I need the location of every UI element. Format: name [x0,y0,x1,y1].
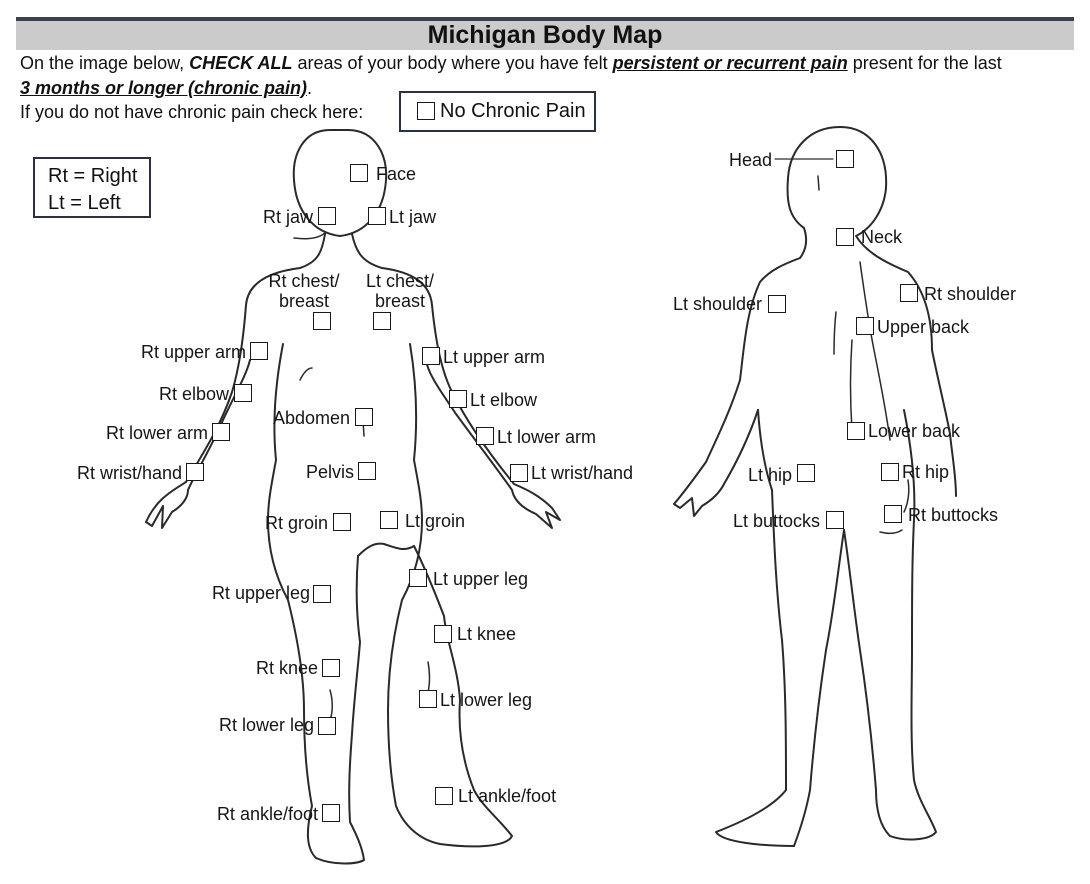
instruction-line-3: If you do not have chronic pain check he… [20,102,364,122]
lt-wrist-hand-label: Lt wrist/hand [531,463,634,483]
rt-shoulder-label: Rt shoulder [924,284,1017,304]
lt-upper-arm-checkbox[interactable] [422,347,440,365]
rt-wrist-hand-label: Rt wrist/hand [76,463,182,483]
abbreviation-legend: Rt = Right Lt = Left [33,157,151,218]
lt-elbow-label: Lt elbow [470,390,538,410]
lt-lower-leg-checkbox[interactable] [419,690,437,708]
abdomen-checkbox[interactable] [355,408,373,426]
rt-lower-leg-checkbox[interactable] [318,717,336,735]
instruction-line-2: 3 months or longer (chronic pain). [20,77,312,99]
rt-buttocks-checkbox[interactable] [884,505,902,523]
instruction-text: . [307,78,313,98]
rt-knee-label: Rt knee [255,658,318,678]
lt-jaw-label: Lt jaw [389,207,437,227]
lt-hip-label: Lt hip [747,465,792,485]
rt-upper-arm-checkbox[interactable] [250,342,268,360]
instruction-emphasis: CHECK ALL [189,53,293,73]
pelvis-checkbox[interactable] [358,462,376,480]
lt-chest-label: Lt chest/ [365,271,435,291]
rt-lower-arm-label: Rt lower arm [105,423,208,443]
pelvis-label: Pelvis [305,462,354,482]
upper-back-label: Upper back [877,317,970,337]
back-body-figure [673,126,957,847]
instruction-emphasis-underlined: persistent or recurrent pain [612,53,848,73]
lt-lower-arm-label: Lt lower arm [497,427,597,447]
rt-lower-arm-checkbox[interactable] [212,423,230,441]
instruction-text: present for the last [847,53,1002,73]
rt-elbow-checkbox[interactable] [234,384,252,402]
rt-upper-leg-checkbox[interactable] [313,585,331,603]
lt-upper-leg-label: Lt upper leg [433,569,529,589]
rt-chest-checkbox[interactable] [313,312,331,330]
rt-upper-leg-label: Rt upper leg [211,583,310,603]
lt-upper-leg-checkbox[interactable] [409,569,427,587]
head-label: Head [728,150,772,170]
no-chronic-pain-checkbox[interactable] [417,102,435,120]
lt-wrist-hand-checkbox[interactable] [510,464,528,482]
rt-wrist-hand-checkbox[interactable] [186,463,204,481]
lt-groin-label: Lt groin [405,511,466,531]
lt-lower-leg-label: Lt lower leg [440,690,533,710]
instruction-line-1: On the image below, CHECK ALL areas of y… [20,52,1002,74]
instruction-text: On the image below, [20,53,190,73]
rt-jaw-checkbox[interactable] [318,207,336,225]
rt-knee-checkbox[interactable] [322,659,340,677]
lt-shoulder-checkbox[interactable] [768,295,786,313]
legend-right: Rt = Right [48,165,138,187]
face-checkbox[interactable] [350,164,368,182]
lt-buttocks-label: Lt buttocks [732,511,820,531]
rt-lower-leg-label: Rt lower leg [218,715,314,735]
no-chronic-pain-label: No Chronic Pain [440,100,586,122]
legend-left: Lt = Left [48,192,121,214]
title-rule [16,17,1074,21]
instruction-emphasis-underlined: 3 months or longer (chronic pain) [20,78,308,98]
rt-chest-label-2: breast [278,291,330,311]
lt-upper-arm-label: Lt upper arm [443,347,546,367]
rt-elbow-label: Rt elbow [158,384,229,404]
abdomen-label: Abdomen [272,408,350,428]
rt-jaw-label: Rt jaw [262,207,313,227]
rt-groin-checkbox[interactable] [333,513,351,531]
lower-back-checkbox[interactable] [847,422,865,440]
lt-groin-checkbox[interactable] [380,511,398,529]
rt-chest-label: Rt chest/ [268,271,340,291]
lt-hip-checkbox[interactable] [797,464,815,482]
rt-buttocks-label: Rt buttocks [908,505,999,525]
lt-buttocks-checkbox[interactable] [826,511,844,529]
lt-ankle-foot-label: Lt ankle/foot [458,786,557,806]
rt-shoulder-checkbox[interactable] [900,284,918,302]
lt-lower-arm-checkbox[interactable] [476,427,494,445]
lt-elbow-checkbox[interactable] [449,390,467,408]
lt-ankle-foot-checkbox[interactable] [435,787,453,805]
front-body-figure [145,129,561,865]
upper-back-checkbox[interactable] [856,317,874,335]
lt-chest-label-2: breast [374,291,426,311]
lt-jaw-checkbox[interactable] [368,207,386,225]
lower-back-label: Lower back [868,421,961,441]
lt-shoulder-label: Lt shoulder [672,294,762,314]
page-title: Michigan Body Map [16,21,1074,50]
lt-chest-checkbox[interactable] [373,312,391,330]
rt-hip-label: Rt hip [902,462,950,482]
lt-knee-checkbox[interactable] [434,625,452,643]
rt-groin-label: Rt groin [264,513,328,533]
rt-ankle-foot-checkbox[interactable] [322,804,340,822]
rt-upper-arm-label: Rt upper arm [140,342,246,362]
rt-ankle-foot-label: Rt ankle/foot [216,804,318,824]
neck-checkbox[interactable] [836,228,854,246]
neck-label: Neck [861,227,903,247]
head-checkbox[interactable] [836,150,854,168]
lt-knee-label: Lt knee [457,624,517,644]
face-label: Face [376,164,417,184]
instruction-text: areas of your body where you have felt [292,53,613,73]
no-chronic-pain-option[interactable]: No Chronic Pain [399,91,596,132]
rt-hip-checkbox[interactable] [881,463,899,481]
